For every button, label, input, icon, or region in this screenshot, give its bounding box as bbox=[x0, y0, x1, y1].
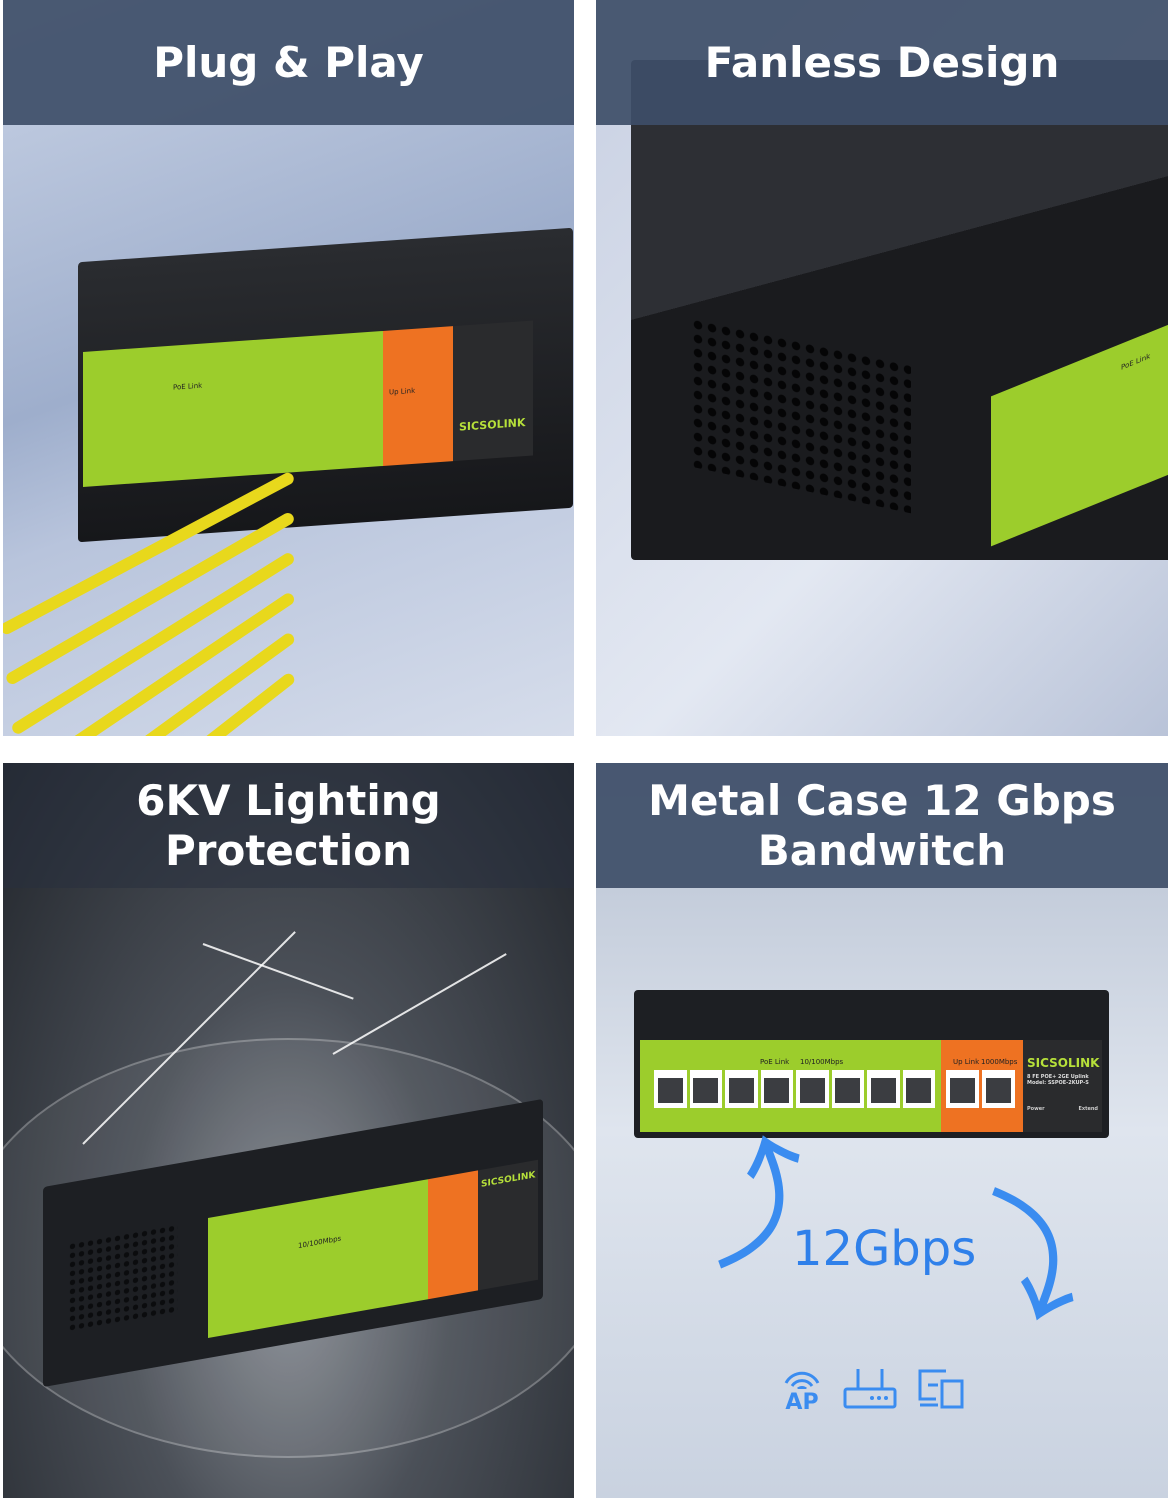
uplink-label: Up Link bbox=[389, 386, 416, 397]
fanless-design-panel: Fanless Design PoE Link bbox=[596, 0, 1168, 736]
model-line: Model: SSPOE-2KUP-S bbox=[1027, 1080, 1089, 1086]
panel-title: Fanless Design bbox=[596, 0, 1168, 125]
extend-led-label: Extend bbox=[1078, 1106, 1098, 1112]
uplink-label: Up Link bbox=[953, 1058, 980, 1066]
uplink-section: Up Link 1000Mbps bbox=[941, 1040, 1023, 1132]
devices-icon bbox=[918, 1369, 964, 1409]
wifi-ap-icon: AP bbox=[780, 1367, 824, 1415]
switch-device: PoE Link 10/100Mbps Up Link 1000Mbps SIC… bbox=[634, 990, 1109, 1138]
power-led-label: Power bbox=[1027, 1106, 1045, 1112]
rj45-port[interactable] bbox=[796, 1070, 829, 1108]
poe-section: PoE Link 10/100Mbps bbox=[640, 1040, 941, 1132]
switch-device: PoE Link Up Link SICSOLINK bbox=[78, 227, 573, 543]
brand-logo: SICSOLINK bbox=[453, 320, 533, 462]
panel-title: Plug & Play bbox=[3, 0, 574, 125]
poe-label: PoE Link bbox=[1121, 352, 1151, 372]
uplink-section: Up Link bbox=[383, 326, 453, 466]
poe-section: PoE Link bbox=[991, 323, 1168, 547]
plug-and-play-panel: Plug & Play PoE Link Up Link SICSOLINK bbox=[3, 0, 574, 736]
panel-title: 6KV Lighting Protection bbox=[3, 763, 574, 888]
rj45-port[interactable] bbox=[725, 1070, 758, 1108]
ap-text: AP bbox=[785, 1390, 819, 1415]
poe-speed: 10/100Mbps bbox=[800, 1058, 844, 1066]
rj45-port[interactable] bbox=[760, 1070, 793, 1108]
title-line: Protection bbox=[164, 825, 413, 875]
brand-logo: SICSOLINK bbox=[1027, 1056, 1100, 1070]
bandwidth-panel: Metal Case 12 Gbps Bandwitch PoE Link 10… bbox=[596, 763, 1168, 1498]
rj45-port[interactable] bbox=[946, 1070, 979, 1108]
lightning-bolt bbox=[202, 943, 354, 1000]
rj45-port[interactable] bbox=[902, 1070, 935, 1108]
panel-title: Metal Case 12 Gbps Bandwitch bbox=[596, 763, 1168, 888]
model-line: 8 FE POE+ 2GE Uplink bbox=[1027, 1074, 1089, 1080]
rj45-port[interactable] bbox=[867, 1070, 900, 1108]
bandwidth-label: 12Gbps bbox=[792, 1221, 977, 1277]
device-icons: AP bbox=[780, 1367, 966, 1415]
poe-label: PoE Link bbox=[760, 1058, 790, 1066]
rj45-port[interactable] bbox=[689, 1070, 722, 1108]
lightning-bolt bbox=[332, 953, 507, 1055]
lightning-protection-panel: 6KV Lighting Protection 10/100Mbps SICSO… bbox=[3, 763, 574, 1498]
ventilation-grille bbox=[68, 1223, 178, 1333]
brand-logo: SICSOLINK bbox=[478, 1159, 538, 1291]
rj45-port[interactable] bbox=[831, 1070, 864, 1108]
title-line: Metal Case 12 Gbps bbox=[648, 775, 1116, 825]
title-text: Fanless Design bbox=[704, 37, 1060, 87]
brand-panel: SICSOLINK 8 FE POE+ 2GE Uplink Model: SS… bbox=[1023, 1040, 1102, 1132]
poe-speed: 10/100Mbps bbox=[298, 1234, 342, 1251]
title-text: Plug & Play bbox=[153, 37, 424, 87]
poe-section: PoE Link bbox=[83, 330, 383, 487]
uplink-section bbox=[428, 1170, 478, 1300]
title-line: Bandwitch bbox=[757, 825, 1007, 875]
poe-label: PoE Link bbox=[173, 381, 203, 392]
uplink-speed: 1000Mbps bbox=[981, 1058, 1018, 1066]
title-line: 6KV Lighting bbox=[136, 775, 441, 825]
poe-section: 10/100Mbps bbox=[208, 1179, 428, 1338]
rj45-port[interactable] bbox=[654, 1070, 687, 1108]
switch-front-panel: PoE Link 10/100Mbps Up Link 1000Mbps SIC… bbox=[640, 1040, 1102, 1132]
switch-front-panel: PoE Link Up Link SICSOLINK bbox=[83, 318, 568, 487]
switch-device: PoE Link bbox=[631, 60, 1168, 560]
ventilation-grille bbox=[691, 316, 911, 514]
rj45-port[interactable] bbox=[982, 1070, 1015, 1108]
router-icon bbox=[843, 1369, 897, 1409]
